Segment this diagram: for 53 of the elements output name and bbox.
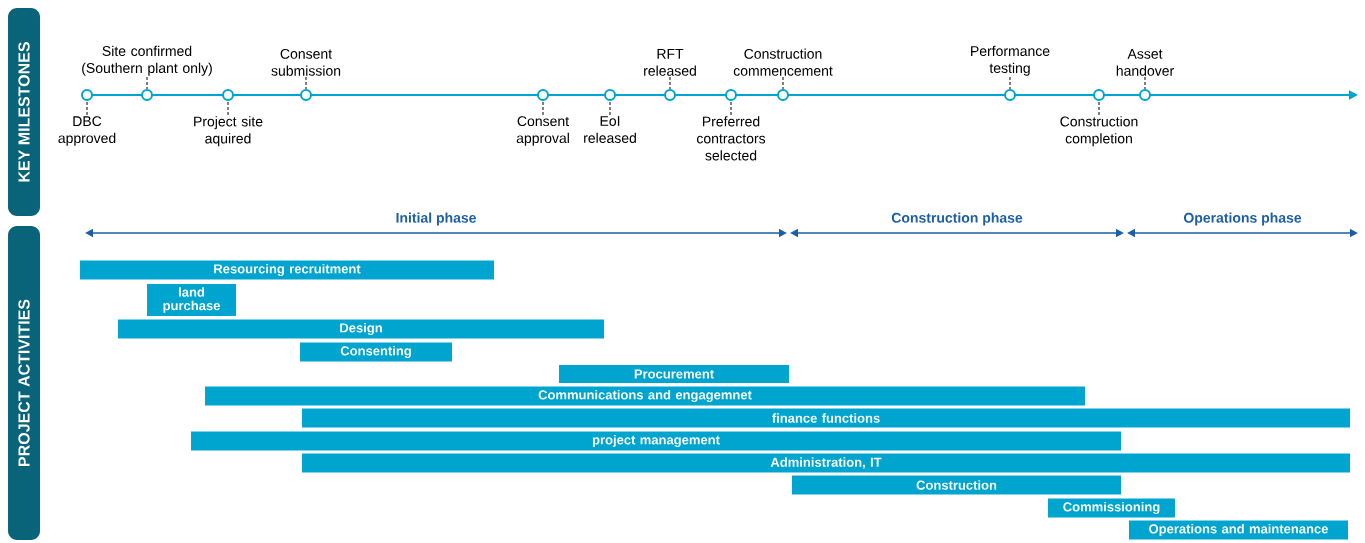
activity-bar: project management: [191, 431, 1121, 451]
milestone-label: Consent approval: [516, 116, 569, 146]
milestone-marker: [725, 89, 737, 101]
section-band: PROJECT ACTIVITIES: [8, 226, 40, 540]
activity-bar: Design: [118, 319, 604, 339]
milestone-marker: [300, 89, 312, 101]
leader-line: [1144, 76, 1146, 90]
activity-bar: Consenting: [300, 342, 452, 362]
milestone-label: Construction completion: [1060, 116, 1138, 147]
milestone-marker: [537, 89, 549, 101]
milestone-label: Performance testing: [971, 45, 1050, 76]
activity-bar: land purchase: [147, 284, 236, 316]
milestone-marker: [777, 89, 789, 101]
milestone-label: Project site aquired: [194, 116, 263, 147]
milestone-marker: [1004, 89, 1016, 101]
milestone-label: Asset handover: [1116, 49, 1174, 76]
milestone-label: EoI released: [584, 116, 636, 143]
milestone-label: Consent submission: [271, 48, 341, 76]
milestone-marker: [222, 89, 234, 101]
activity-bar: finance functions: [302, 408, 1350, 428]
phase-label: Initial phase: [396, 212, 476, 226]
milestone-marker: [604, 89, 616, 101]
milestone-label: Preferred contractors selected: [697, 116, 766, 161]
milestone-marker: [1139, 89, 1151, 101]
leader-line: [1098, 100, 1100, 116]
activity-bar: Operations and maintenance: [1129, 520, 1348, 540]
milestone-label: Construction commencement: [733, 48, 833, 76]
milestone-marker: [81, 89, 93, 101]
activity-bar: Communications and engagemnet: [205, 386, 1085, 406]
milestone-label: Site confirmed (Southern plant only): [82, 45, 212, 76]
activity-bar: Construction: [792, 475, 1121, 495]
leader-line: [86, 100, 88, 116]
leader-line: [305, 76, 307, 90]
leader-line: [542, 100, 544, 116]
leader-line: [730, 100, 732, 116]
activity-bar: Resourcing recruitment: [80, 260, 494, 280]
leader-line: [609, 100, 611, 116]
leader-line: [227, 100, 229, 116]
leader-line: [669, 76, 671, 90]
leader-line: [146, 76, 148, 90]
milestone-marker: [1093, 89, 1105, 101]
phase-label: Construction phase: [891, 212, 1023, 226]
phase-label: Operations phase: [1183, 212, 1302, 226]
section-band: KEY MILESTONES: [8, 8, 40, 216]
leader-line: [1009, 76, 1011, 90]
activity-bar: Commissioning: [1048, 498, 1175, 518]
milestone-label: RFT released: [644, 49, 696, 76]
activity-bar: Administration, IT: [302, 453, 1350, 473]
milestone-marker: [664, 89, 676, 101]
milestone-label: DBC approved: [58, 116, 116, 146]
milestone-marker: [141, 89, 153, 101]
leader-line: [782, 76, 784, 90]
activity-bar: Procurement: [559, 365, 789, 383]
